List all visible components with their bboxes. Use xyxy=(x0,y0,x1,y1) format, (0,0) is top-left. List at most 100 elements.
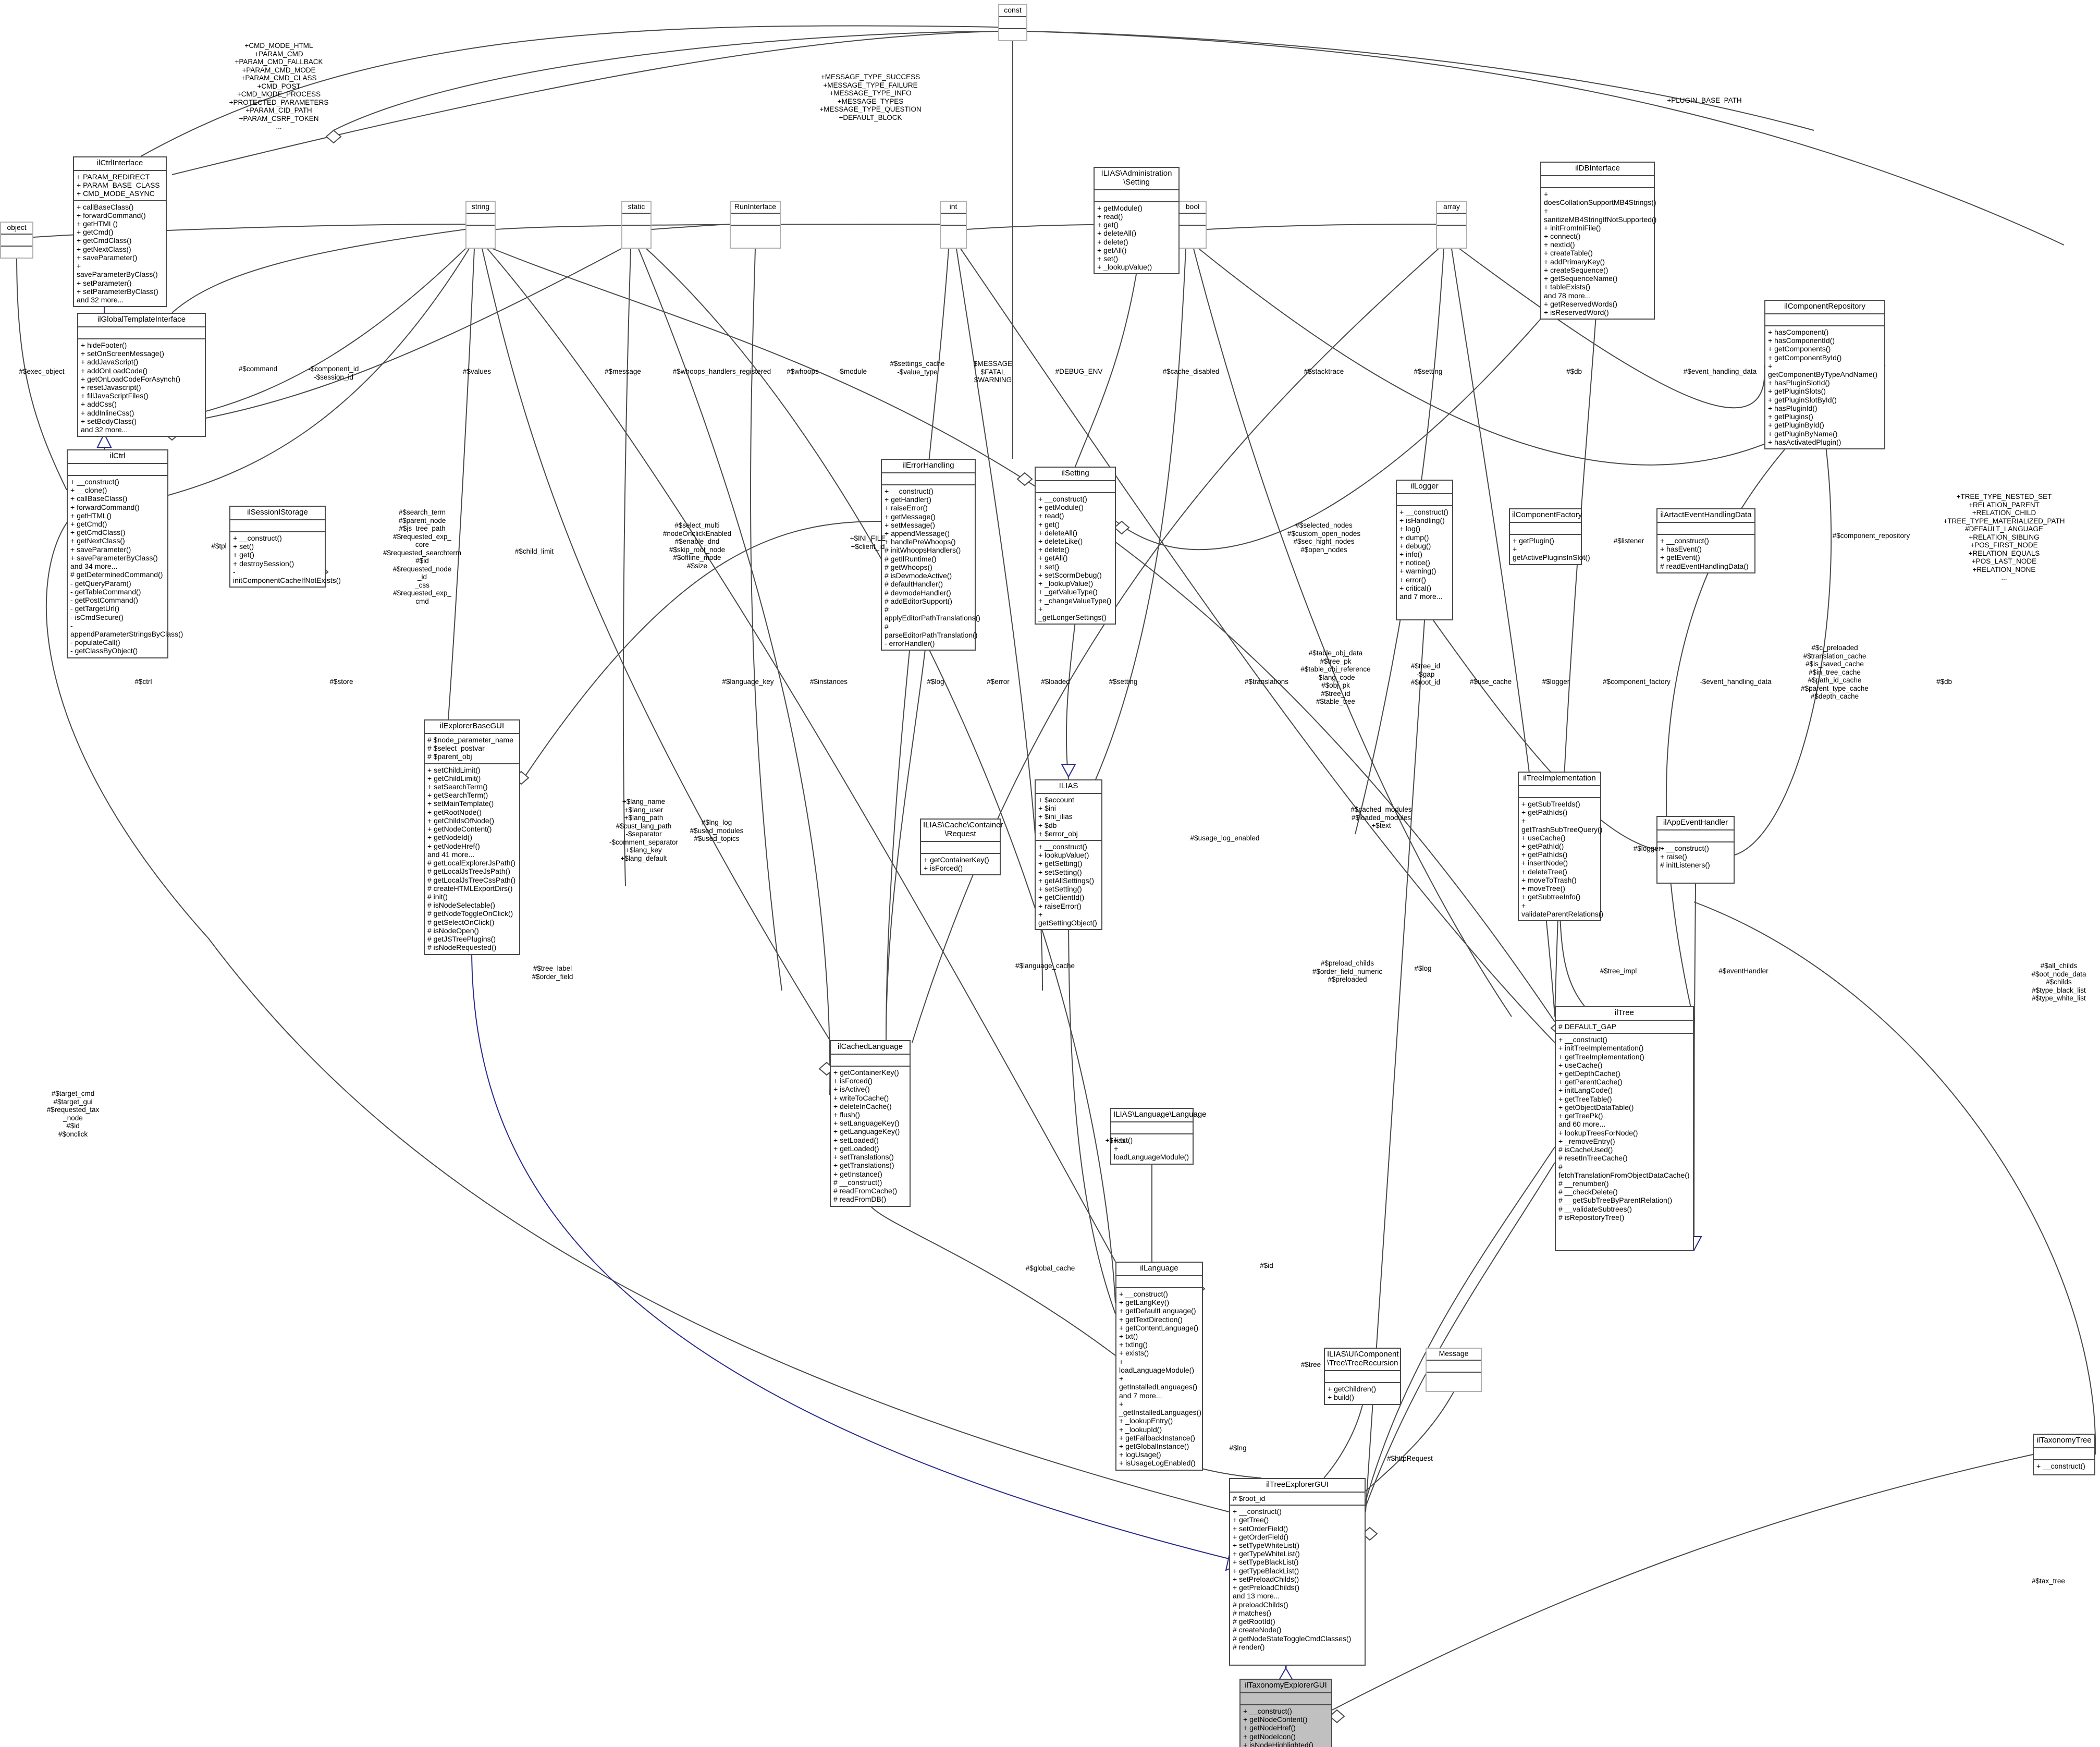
class-node-ilDBInterface[interactable]: ilDBInterface+ doesCollationSupportMB4St… xyxy=(1540,162,1656,320)
class-operation: # getNodeToggleOnClick() xyxy=(427,909,513,918)
class-node-ilTree[interactable]: ilTree# DEFAULT_GAP+ __construct()+ init… xyxy=(1555,1006,1694,1251)
class-node-ilTreeImplementation[interactable]: ilTreeImplementation+ getSubTreeIds()+ g… xyxy=(1518,772,1603,922)
class-node-ILIASLanguageLanguage[interactable]: ILIAS\Language\Language+ txt()+ loadLang… xyxy=(1110,1108,1207,1165)
class-node-ilLogger[interactable]: ilLogger+ __construct()+ isHandling()+ l… xyxy=(1396,480,1453,620)
class-node-ILIAS[interactable]: ILIAS+ $account+ $ini+ $ini_ilias+ $db+ … xyxy=(1035,779,1102,931)
class-node-attributes xyxy=(1657,829,1734,841)
class-node-ilTreeExplorerGUI[interactable]: ilTreeExplorerGUI# $root_id+ __construct… xyxy=(1229,1478,1366,1666)
class-node-attributes xyxy=(1427,1359,1481,1372)
edge-label-lbl_values: #$values xyxy=(462,368,492,375)
class-node-const[interactable]: const xyxy=(998,4,1027,41)
class-node-ilCachedLanguage[interactable]: ilCachedLanguage+ getContainerKey()+ isF… xyxy=(830,1040,911,1207)
class-node-ilErrorHandling[interactable]: ilErrorHandling+ __construct()+ getHandl… xyxy=(881,459,980,651)
class-attribute: # DEFAULT_GAP xyxy=(1558,1022,1617,1031)
edge-label-lbl_tree2: #$tree xyxy=(1300,1361,1321,1369)
class-node-operations: + callBaseClass()+ forwardCommand()+ get… xyxy=(74,200,166,307)
class-operation: + getTypeBlackList() xyxy=(1233,1566,1299,1575)
class-operation: # readFromCache() xyxy=(833,1187,898,1195)
class-node-object[interactable]: object xyxy=(0,222,33,259)
class-operation: - getPostCommand() xyxy=(70,596,138,605)
class-attribute: + $account xyxy=(1038,795,1074,804)
class-operation: + getComponents() xyxy=(1768,345,1831,353)
class-node-attributes xyxy=(1765,313,1884,325)
edge-label-lbl_logger: #$logger xyxy=(1542,678,1570,686)
class-node-ILIASCacheContainerRequest[interactable]: ILIAS\Cache\Container \Request+ getConta… xyxy=(920,818,1003,876)
class-operation: # init() xyxy=(427,893,448,901)
class-node-ilComponentRepository[interactable]: ilComponentRepository+ hasComponent()+ h… xyxy=(1764,300,1885,450)
edge-label-lbl_whoops: #$whoops xyxy=(787,368,819,375)
class-node-title: static xyxy=(628,202,645,211)
class-operation: # getLocalJsTreeJsPath() xyxy=(427,867,510,876)
class-attribute: + $error_obj xyxy=(1038,829,1078,838)
class-node-operations: + doesCollationSupportMB4Strings()+ sani… xyxy=(1541,187,1656,319)
class-node-ilExplorerBaseGUI[interactable]: ilExplorerBaseGUI# $node_parameter_name#… xyxy=(424,719,520,955)
class-node-ilComponentFactory[interactable]: ilComponentFactory+ getPlugin()+ getActi… xyxy=(1509,508,1590,565)
class-operation: # preloadChilds() xyxy=(1233,1600,1288,1609)
class-operation: + _lookupValue() xyxy=(1097,263,1152,272)
class-node-ilArtactEventHandlingData[interactable]: ilArtactEventHandlingData+ __construct()… xyxy=(1656,508,1755,573)
class-operation: + isHandling() xyxy=(1399,516,1445,525)
class-node-ilTaxonomyExplorerGUI[interactable]: ilTaxonomyExplorerGUI+ __construct()+ ge… xyxy=(1239,1679,1332,1747)
class-node-string[interactable]: string xyxy=(465,201,496,249)
class-node-array[interactable]: array xyxy=(1436,201,1467,249)
class-operation: # isNodeSelectable() xyxy=(427,901,495,910)
class-operation: # applyEditorPathTranslations() xyxy=(885,605,980,622)
class-node-operations: + hasComponent()+ hasComponentId()+ getC… xyxy=(1765,325,1884,448)
class-operation: + getOnLoadCodeForAsynch() xyxy=(81,374,181,383)
class-operation: + setTypeBlackList() xyxy=(1233,1558,1299,1567)
class-operation: # fetchTranslationFromObjectDataCache() xyxy=(1558,1162,1690,1179)
class-operation: + logUsage() xyxy=(1119,1450,1161,1459)
class-node-ilSetting[interactable]: ilSetting+ __construct()+ getModule()+ r… xyxy=(1035,467,1116,625)
class-operation: + flush() xyxy=(833,1110,860,1119)
class-operation: and 60 more... xyxy=(1558,1120,1606,1129)
class-node-Message[interactable]: Message xyxy=(1426,1348,1482,1392)
class-node-operations: + __construct()+ __clone()+ callBaseClas… xyxy=(68,474,183,657)
class-operation: + getLanguageKey() xyxy=(833,1127,900,1136)
class-operation: + getSetting() xyxy=(1038,859,1083,868)
class-operation: and 32 more... xyxy=(81,425,128,434)
class-operation: + critical() xyxy=(1399,583,1432,592)
class-node-RunInterface[interactable]: RunInterface xyxy=(730,201,781,249)
class-operation: + getNextClass() xyxy=(77,245,131,253)
class-operation: + getTrashSubTreeQuery() xyxy=(1521,816,1603,834)
class-node-title: object xyxy=(7,223,27,231)
class-node-ilTaxonomyTree[interactable]: ilTaxonomyTree+ __construct() xyxy=(2033,1434,2095,1475)
class-operation: + nextId() xyxy=(1544,240,1575,249)
class-node-operations: + __construct()+ raise()# initListeners(… xyxy=(1657,841,1734,872)
class-operation: + hasEvent() xyxy=(1660,545,1702,554)
class-node-ilAppEventHandler[interactable]: ilAppEventHandler+ __construct()+ raise(… xyxy=(1656,816,1735,884)
class-operation: + __construct() xyxy=(1038,842,1087,851)
class-node-int[interactable]: int xyxy=(940,201,967,249)
class-operation: + _getInstalledLanguages() xyxy=(1119,1399,1202,1417)
class-node-ILIASAdministrationSetting[interactable]: ILIAS\Administration \Setting+ getModule… xyxy=(1094,167,1180,275)
class-operation: + getAllSettings() xyxy=(1038,876,1094,885)
class-operation: # __renumber() xyxy=(1558,1179,1609,1188)
class-node-ilCtrlInterface[interactable]: ilCtrlInterface+ PARAM_REDIRECT+ PARAM_B… xyxy=(73,156,167,308)
class-node-attributes: # DEFAULT_GAP xyxy=(1556,1019,1693,1033)
class-node-bool[interactable]: bool xyxy=(1178,201,1207,249)
edge-label-lbl_table_obj_data: #$table_obj_data #$tree_pk #$table_obj_r… xyxy=(1300,649,1371,706)
class-node-ilSessionIStorage[interactable]: ilSessionIStorage + __construct()+ set()+… xyxy=(229,506,341,588)
class-node-operations xyxy=(941,224,966,237)
class-operation: + deleteLike() xyxy=(1038,536,1083,545)
class-node-title: ilSessionIStorage xyxy=(247,508,308,517)
class-operation: + getPathIds() xyxy=(1521,808,1568,817)
class-node-ilGlobalTemplateInterface[interactable]: ilGlobalTemplateInterface+ hideFooter()+… xyxy=(77,313,206,437)
class-node-operations: + setChildLimit()+ getChildLimit()+ setS… xyxy=(425,763,519,954)
class-operation: + info() xyxy=(1399,549,1422,558)
class-node-ilCtrl[interactable]: ilCtrl+ __construct()+ __clone()+ callBa… xyxy=(67,449,183,658)
class-node-operations xyxy=(1,245,32,258)
class-node-static[interactable]: static xyxy=(621,201,652,249)
class-operation: + notice() xyxy=(1399,558,1430,567)
edge-label-lbl_message: #$message xyxy=(605,368,641,375)
class-operation: + getNodeIcon() xyxy=(1243,1732,1296,1741)
class-operation: + getComponentById() xyxy=(1768,353,1842,362)
class-node-operations: + __construct()+ set()+ get()+ destroySe… xyxy=(230,531,341,587)
edge-label-lbl_language_cache: #$language_cache xyxy=(1015,962,1075,970)
class-operation: + createSequence() xyxy=(1544,265,1608,274)
class-node-ILIASUIComponentTreeTreeRecursion[interactable]: ILIAS\UI\Component \Tree\TreeRecursion+ … xyxy=(1324,1348,1401,1405)
class-operation: + createTable() xyxy=(1544,249,1593,258)
class-operation: + getContainerKey() xyxy=(924,855,989,864)
edge-label-lbl_exec_object: #$exec_object xyxy=(19,368,65,375)
class-node-ilLanguage[interactable]: ilLanguage+ __construct()+ getLangKey()+… xyxy=(1115,1262,1203,1471)
